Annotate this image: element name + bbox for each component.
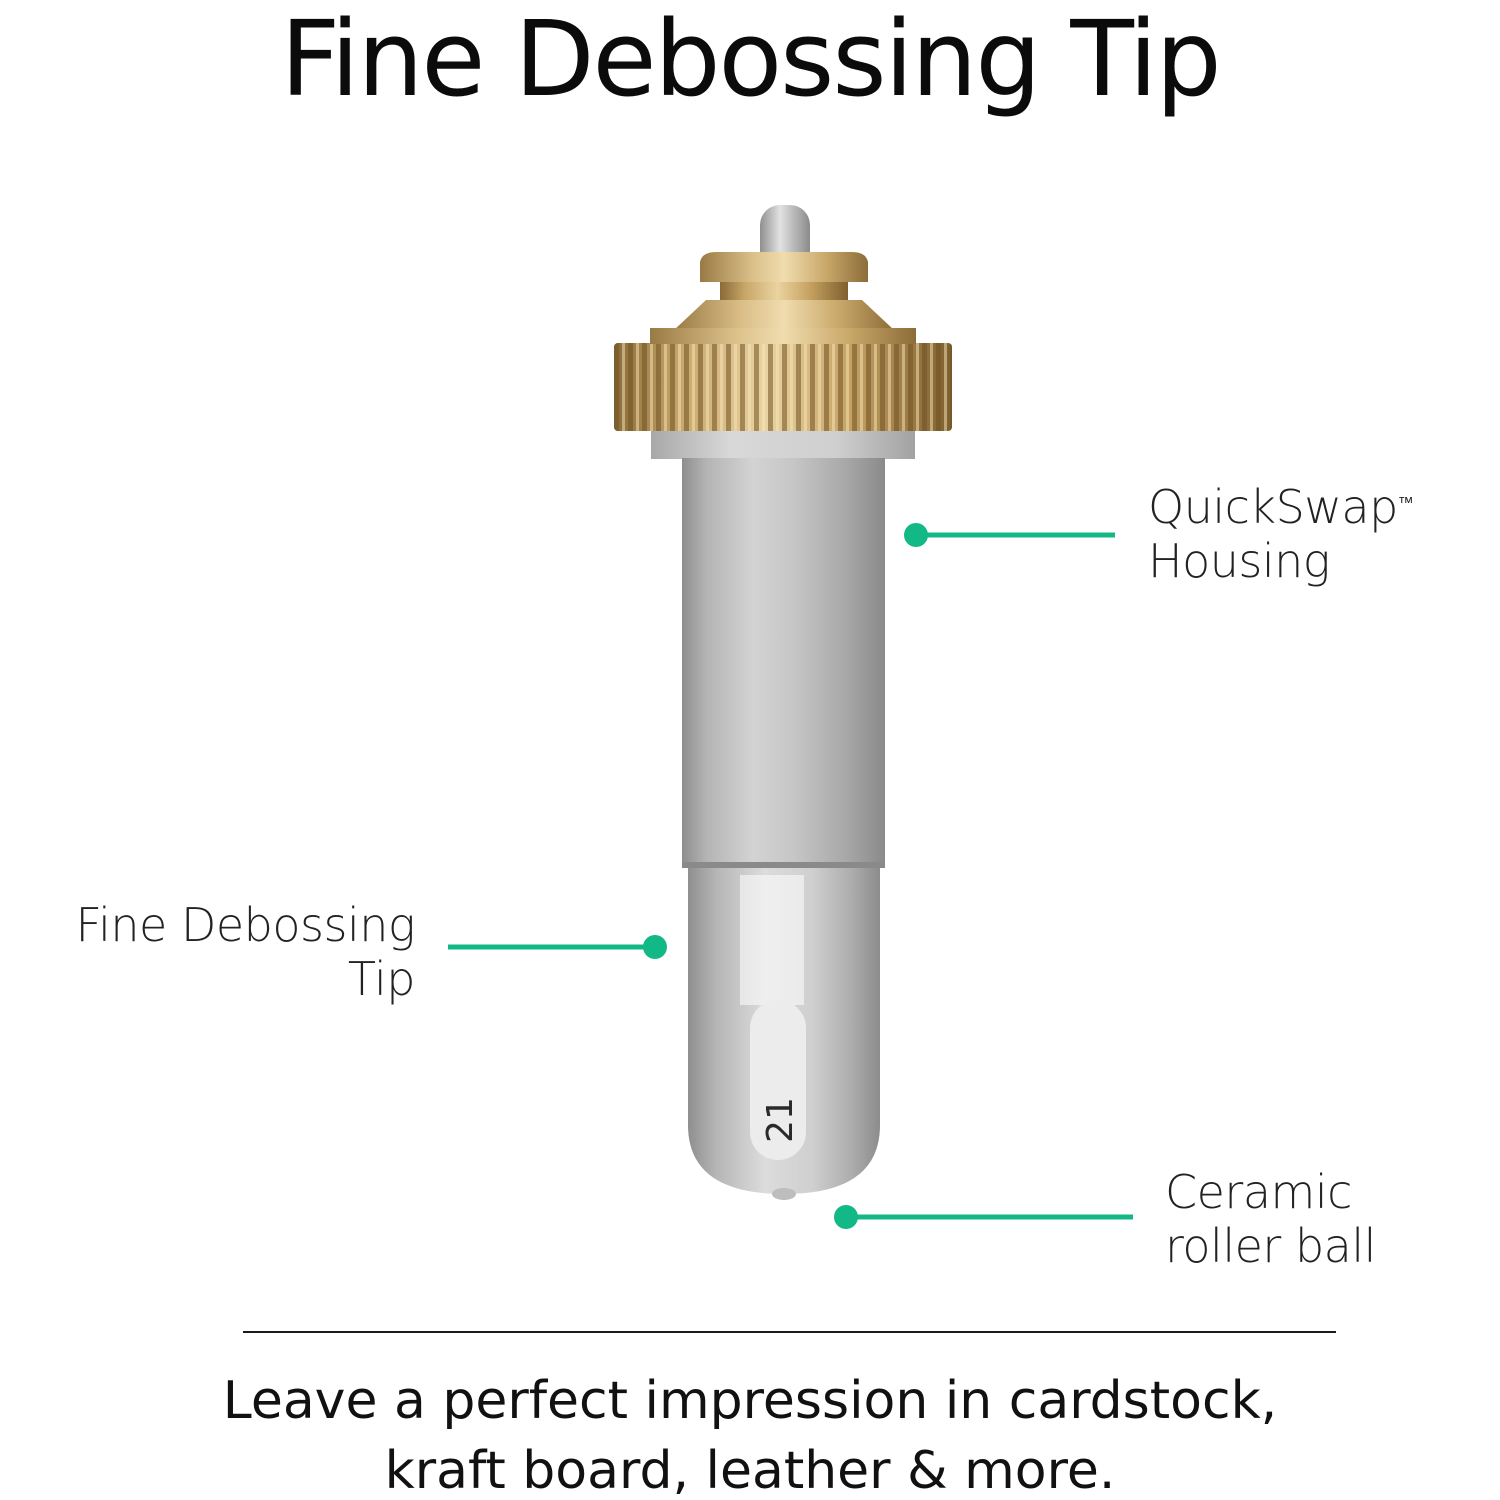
label-quickswap-line1: QuickSwap <box>1148 480 1398 534</box>
page-title: Fine Debossing Tip <box>280 0 1221 120</box>
tagline: Leave a perfect impression in cardstock,… <box>0 1366 1500 1500</box>
callout-housing <box>904 523 1115 547</box>
callout-tip <box>448 935 667 959</box>
label-roller-line1: Ceramic <box>1165 1165 1352 1219</box>
label-quickswap-housing: QuickSwap™ Housing <box>1148 480 1414 588</box>
tagline-line2: kraft board, leather & more. <box>384 1441 1116 1500</box>
brass-bushing <box>674 252 894 330</box>
label-fine-debossing-tip: Fine Debossing Tip <box>60 898 415 1006</box>
size-marking-text: 21 <box>760 1097 801 1143</box>
roller-ball <box>772 1188 796 1200</box>
housing-body <box>682 458 885 868</box>
divider-rule <box>243 1331 1336 1333</box>
callout-roller-ball <box>834 1205 1133 1229</box>
label-tip-line2: Tip <box>347 952 416 1006</box>
trademark-symbol: ™ <box>1397 493 1414 512</box>
label-roller-line2: roller ball <box>1165 1219 1376 1273</box>
size-marking: 21 <box>750 1000 806 1160</box>
housing-collar <box>651 431 915 459</box>
brass-gear <box>614 328 952 431</box>
label-ceramic-roller-ball: Ceramic roller ball <box>1165 1165 1376 1273</box>
label-tip-line1: Fine Debossing <box>75 898 415 952</box>
label-quickswap-line2: Housing <box>1148 534 1330 588</box>
tagline-line1: Leave a perfect impression in cardstock, <box>222 1371 1278 1431</box>
